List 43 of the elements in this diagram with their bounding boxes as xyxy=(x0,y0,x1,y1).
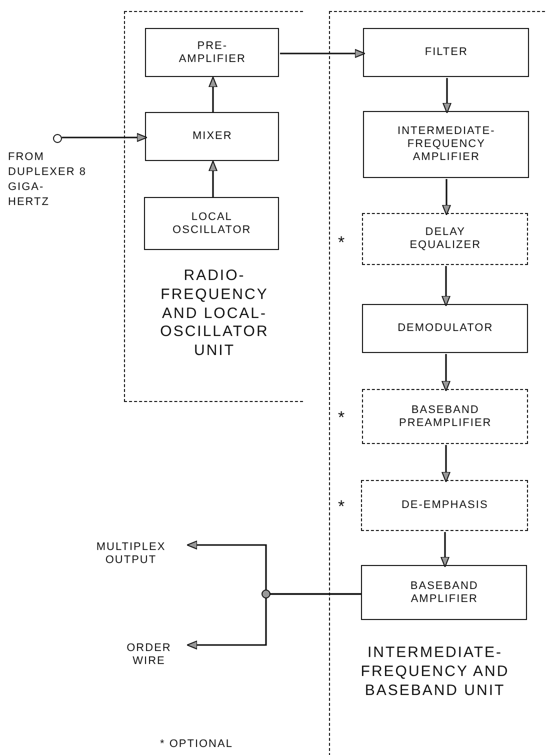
optional-box xyxy=(361,480,528,532)
process-box xyxy=(144,197,280,250)
arrow xyxy=(62,133,148,142)
block-label: LOCAL OSCILLATOR xyxy=(172,210,252,238)
arrow xyxy=(208,76,218,113)
unit-title: INTERMEDIATE- FREQUENCY AND BASEBAND UNIT xyxy=(360,644,510,700)
block-label: PRE- AMPLIFIER xyxy=(178,40,247,66)
input-label: FROM DUPLEXER 8 GIGA- HERTZ xyxy=(8,150,88,210)
unit-title: RADIO- FREQUENCY AND LOCAL- OSCILLATOR UNIT xyxy=(159,267,270,361)
process-box xyxy=(362,304,528,354)
output-label: MULTIPLEX OUTPUT xyxy=(74,535,188,573)
process-box xyxy=(361,565,528,620)
legend-note: * OPTIONAL xyxy=(160,737,233,752)
process-box xyxy=(145,28,280,78)
arrow xyxy=(208,160,218,198)
output-label: ORDER WIRE xyxy=(110,636,188,674)
arrow xyxy=(442,78,452,114)
block-label: MIXER xyxy=(192,130,232,144)
optional-mark: * xyxy=(338,496,346,518)
input-terminal xyxy=(53,134,62,143)
arrow xyxy=(280,49,366,58)
arrow xyxy=(442,354,450,392)
unit-panel xyxy=(329,11,545,755)
optional-mark: * xyxy=(338,407,346,429)
block-label: INTERMEDIATE- FREQUENCY AMPLIFIER xyxy=(396,125,496,165)
process-box xyxy=(363,28,530,78)
arrow xyxy=(440,532,450,568)
block-label: BASEBAND PREAMPLIFIER xyxy=(398,404,493,430)
unit-panel xyxy=(124,11,303,402)
process-box xyxy=(363,111,530,178)
block-label: BASEBAND AMPLIFIER xyxy=(409,580,480,606)
arrow xyxy=(442,266,450,306)
optional-mark: * xyxy=(338,232,346,254)
block-label: DEMODULATOR xyxy=(398,322,494,336)
arrow xyxy=(442,445,450,482)
optional-box xyxy=(362,213,528,266)
process-box xyxy=(145,112,280,162)
optional-box xyxy=(362,389,528,444)
arrow xyxy=(442,179,451,216)
block-label: DELAY EQUALIZER xyxy=(408,226,482,253)
block-label: FILTER xyxy=(424,46,468,60)
arrow xyxy=(186,593,362,650)
block-label: DE-EMPHASIS xyxy=(401,499,488,512)
